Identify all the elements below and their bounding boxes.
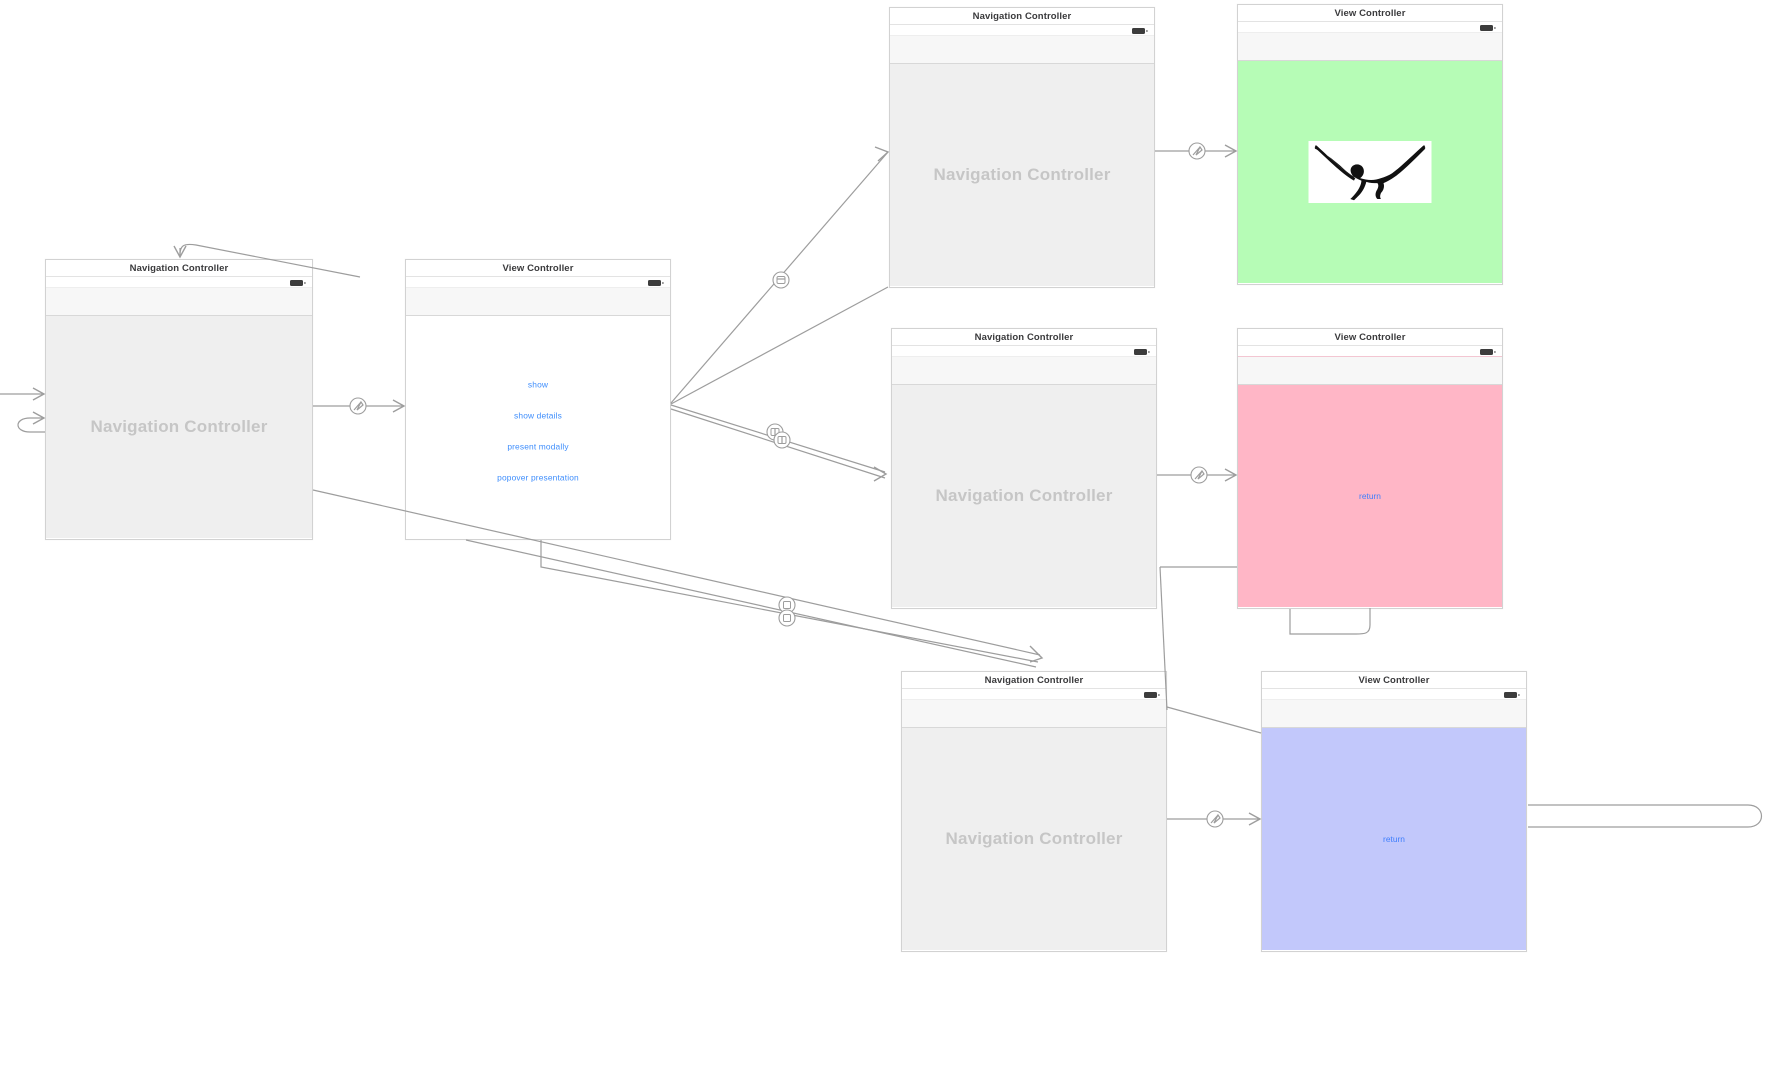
battery-icon — [648, 280, 664, 286]
button-return[interactable]: return — [1359, 491, 1381, 501]
scene-view-controller-blue[interactable]: View Controller return — [1261, 671, 1527, 952]
wire-pink-unwind-loop — [1289, 608, 1371, 635]
scene-body — [1238, 22, 1502, 284]
wire-blue-unwind-loop — [1528, 804, 1763, 828]
scene-body: Navigation Controller — [892, 346, 1156, 608]
button-show[interactable]: show — [527, 379, 549, 390]
content-area: Navigation Controller — [902, 728, 1166, 950]
wire-show-segue — [670, 146, 890, 404]
navigation-bar — [1238, 357, 1502, 385]
content-area: return — [1262, 728, 1526, 950]
scene-title: View Controller — [1238, 329, 1502, 346]
status-bar — [1238, 346, 1502, 357]
content-area: return — [1238, 385, 1502, 607]
scene-title: Navigation Controller — [890, 8, 1154, 25]
hammock-silhouette-icon — [1308, 141, 1432, 203]
status-bar — [1238, 22, 1502, 33]
button-stack: show show details present modally popove… — [406, 380, 670, 483]
scene-body: return — [1262, 689, 1526, 951]
wire-show-details-segue-b — [670, 404, 888, 482]
button-present-modally[interactable]: present modally — [507, 441, 569, 452]
navigation-bar — [1238, 33, 1502, 61]
scene-title: Navigation Controller — [902, 672, 1166, 689]
wire-root-nav-to-view-controller — [313, 399, 406, 413]
scene-nav-controller-green[interactable]: Navigation Controller Navigation Control… — [889, 7, 1155, 288]
placeholder-label: Navigation Controller — [90, 417, 268, 436]
navigation-bar — [46, 288, 312, 316]
battery-icon — [290, 280, 306, 286]
content-area: Navigation Controller — [890, 64, 1154, 286]
scene-title: View Controller — [1238, 5, 1502, 22]
segue-badge-relationship-root-2[interactable] — [1188, 142, 1206, 160]
button-show-details[interactable]: show details — [514, 410, 562, 421]
unwind-loop-arrow-left — [17, 411, 46, 433]
scene-body: Navigation Controller — [902, 689, 1166, 951]
scene-nav-controller-root[interactable]: Navigation Controller Navigation Control… — [45, 259, 313, 540]
segue-badge-show-details-a[interactable] — [766, 423, 784, 441]
button-return[interactable]: return — [1383, 834, 1405, 844]
hammock-silhouette-image-view[interactable] — [1308, 141, 1432, 203]
wire-blue-nav-title-to-blue-vc — [1166, 706, 1262, 734]
segue-badge-show-details-b[interactable] — [773, 431, 791, 449]
scene-title: Navigation Controller — [892, 329, 1156, 346]
wire-green-nav-to-green-vc — [1155, 144, 1238, 158]
status-bar — [46, 277, 312, 288]
scene-nav-controller-pink[interactable]: Navigation Controller Navigation Control… — [891, 328, 1157, 609]
storyboard-entry-point-arrow — [0, 387, 46, 401]
content-area: Navigation Controller — [46, 316, 312, 538]
battery-icon — [1480, 25, 1496, 31]
status-bar — [406, 277, 670, 288]
scene-nav-controller-blue[interactable]: Navigation Controller Navigation Control… — [901, 671, 1167, 952]
scene-title: Navigation Controller — [46, 260, 312, 277]
placeholder-label: Navigation Controller — [933, 165, 1111, 184]
navigation-bar — [406, 288, 670, 316]
scene-title: View Controller — [1262, 672, 1526, 689]
battery-icon — [1132, 28, 1148, 34]
battery-icon — [1504, 692, 1520, 698]
segue-badge-show[interactable] — [772, 271, 790, 289]
placeholder-label: Navigation Controller — [945, 829, 1123, 848]
status-bar — [902, 689, 1166, 700]
content-area: Navigation Controller — [892, 385, 1156, 607]
navigation-bar — [902, 700, 1166, 728]
wire-show-details-segue-a — [670, 286, 889, 405]
segue-badge-relationship-root-4[interactable] — [1206, 810, 1224, 828]
content-area — [1238, 61, 1502, 283]
status-bar — [1262, 689, 1526, 700]
status-bar — [890, 25, 1154, 36]
wire-pink-nav-to-pink-vc — [1157, 468, 1238, 482]
scene-view-controller-menu[interactable]: View Controller show show details presen… — [405, 259, 671, 540]
wire-blue-nav-to-blue-vc — [1167, 812, 1262, 826]
button-popover-presentation[interactable]: popover presentation — [497, 472, 579, 483]
placeholder-label: Navigation Controller — [935, 486, 1113, 505]
scene-view-controller-green[interactable]: View Controller — [1237, 4, 1503, 285]
content-area: show show details present modally popove… — [406, 316, 670, 538]
scene-view-controller-pink[interactable]: View Controller return — [1237, 328, 1503, 609]
battery-icon — [1144, 692, 1160, 698]
segue-badge-relationship-root-3[interactable] — [1190, 466, 1208, 484]
scene-title: View Controller — [406, 260, 670, 277]
status-bar — [892, 346, 1156, 357]
battery-icon — [1134, 349, 1150, 355]
navigation-bar — [1262, 700, 1526, 728]
navigation-bar — [890, 36, 1154, 64]
scene-body: Navigation Controller — [890, 25, 1154, 287]
wire-pink-nav-down-diagonal — [1159, 566, 1237, 711]
segue-badge-relationship-root-1[interactable] — [349, 397, 367, 415]
scene-body: return — [1238, 346, 1502, 608]
navigation-bar — [892, 357, 1156, 385]
scene-body: Navigation Controller — [46, 277, 312, 539]
scene-body: show show details present modally popove… — [406, 277, 670, 539]
segue-badge-present-modally[interactable] — [778, 596, 796, 614]
segue-badge-popover-presentation[interactable] — [778, 609, 796, 627]
battery-icon — [1480, 349, 1496, 355]
